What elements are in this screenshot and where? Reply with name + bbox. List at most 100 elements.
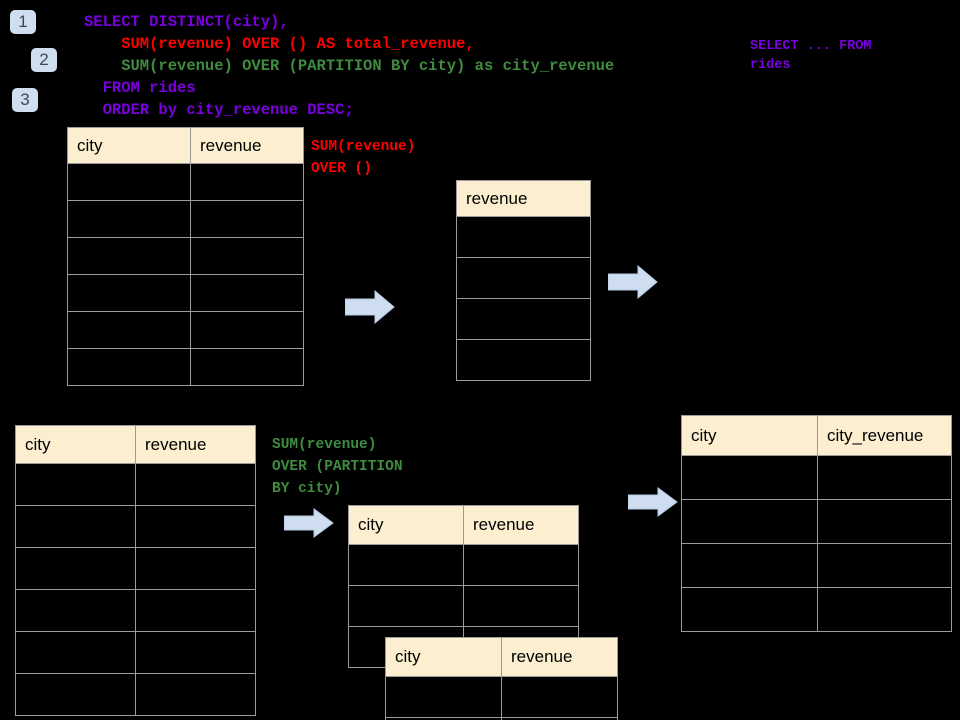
table-row (456, 298, 591, 340)
cell-city (67, 237, 191, 275)
step-badge-1: 1 (10, 10, 36, 34)
cell-city (15, 589, 136, 632)
cell-city-revenue (817, 587, 952, 632)
table-row (15, 505, 256, 548)
cell-revenue (135, 505, 256, 548)
table-row (681, 587, 952, 632)
cell-revenue (190, 311, 304, 349)
column-header-revenue: revenue (190, 127, 304, 164)
cell-city (67, 348, 191, 386)
step-badge-3: 3 (12, 88, 38, 112)
cell-city (385, 676, 502, 718)
table-row (348, 585, 579, 627)
cell-revenue (190, 200, 304, 238)
column-header-revenue: revenue (456, 180, 591, 217)
table-row (385, 717, 618, 720)
cell-revenue (463, 585, 579, 627)
table-final-result: city city_revenue (681, 415, 952, 632)
cell-city-revenue (817, 543, 952, 588)
column-header-city: city (681, 415, 818, 456)
cell-city (15, 631, 136, 674)
step-badge-2: 2 (31, 48, 57, 72)
cell-city-revenue (817, 499, 952, 544)
table-header-row: city revenue (348, 505, 579, 545)
table-row (67, 163, 304, 201)
sql-line-city-revenue: SUM(revenue) OVER (PARTITION BY city) as… (84, 57, 615, 75)
table-row (67, 348, 304, 386)
table-row (385, 676, 618, 718)
table-row (681, 543, 952, 588)
column-header-city: city (15, 425, 136, 464)
table-header-row: revenue (456, 180, 591, 217)
table-row (15, 673, 256, 716)
cell-revenue (501, 676, 618, 718)
table-rides-source-top: city revenue (67, 127, 304, 386)
cell-revenue (135, 673, 256, 716)
cell-revenue (190, 274, 304, 312)
cell-city (348, 544, 464, 586)
table-row (681, 455, 952, 500)
table-row (15, 631, 256, 674)
column-header-revenue: revenue (463, 505, 579, 545)
column-header-city: city (348, 505, 464, 545)
annotation-total-revenue: SUM(revenue) OVER () (311, 139, 416, 177)
table-header-row: city city_revenue (681, 415, 952, 456)
cell-revenue (190, 237, 304, 275)
table-row (348, 544, 579, 586)
cell-revenue (190, 163, 304, 201)
cell-city-revenue (817, 455, 952, 500)
table-header-row: city revenue (67, 127, 304, 164)
cell-city (15, 673, 136, 716)
cell-revenue (456, 257, 591, 299)
cell-city (15, 463, 136, 506)
column-header-city-revenue: city_revenue (817, 415, 952, 456)
sql-side-note: SELECT ... FROM rides (750, 39, 872, 73)
table-row (681, 499, 952, 544)
arrow-bottom-right (627, 487, 678, 522)
sql-line-order-by: ORDER by city_revenue DESC; (84, 101, 354, 119)
cell-revenue (135, 463, 256, 506)
cell-city (681, 543, 818, 588)
cell-revenue (456, 298, 591, 340)
table-partition-group-front: city revenue (385, 637, 618, 720)
table-row (456, 339, 591, 381)
table-row (15, 463, 256, 506)
cell-revenue (456, 339, 591, 381)
sql-line-total-revenue: SUM(revenue) OVER () AS total_revenue, (84, 35, 475, 53)
table-row (15, 547, 256, 590)
cell-city (348, 585, 464, 627)
table-rides-source-bottom: city revenue (15, 425, 256, 716)
cell-revenue (501, 717, 618, 720)
cell-city (67, 163, 191, 201)
cell-city (681, 499, 818, 544)
cell-revenue (135, 589, 256, 632)
cell-city (67, 274, 191, 312)
cell-city (15, 505, 136, 548)
cell-city (15, 547, 136, 590)
cell-city (681, 455, 818, 500)
cell-revenue (190, 348, 304, 386)
table-header-row: city revenue (385, 637, 618, 677)
arrow-top-left (344, 289, 395, 329)
annotation-city-revenue: SUM(revenue) OVER (PARTITION BY city) (272, 437, 403, 497)
table-row (456, 257, 591, 299)
table-row (67, 237, 304, 275)
table-total-revenue: revenue (456, 180, 591, 381)
table-row (67, 200, 304, 238)
cell-revenue (463, 544, 579, 586)
sql-line-select: SELECT DISTINCT(city), (84, 13, 289, 31)
cell-city (67, 311, 191, 349)
table-row (67, 311, 304, 349)
cell-city (681, 587, 818, 632)
cell-revenue (135, 547, 256, 590)
column-header-city: city (385, 637, 502, 677)
table-row (456, 216, 591, 258)
column-header-revenue: revenue (501, 637, 618, 677)
cell-revenue (135, 631, 256, 674)
column-header-revenue: revenue (135, 425, 256, 464)
table-row (67, 274, 304, 312)
table-header-row: city revenue (15, 425, 256, 464)
cell-revenue (456, 216, 591, 258)
table-row (15, 589, 256, 632)
